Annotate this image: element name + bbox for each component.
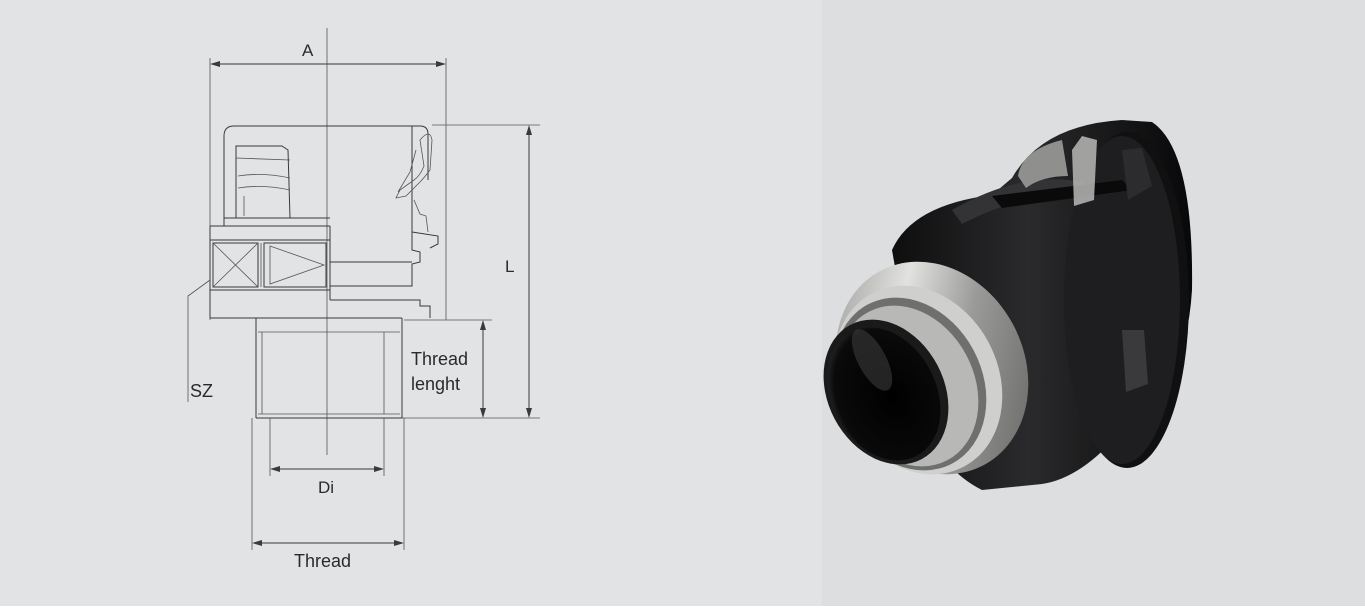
fitting-bore	[823, 319, 949, 465]
dimension-thread-length	[404, 319, 492, 418]
fitting-black-body	[892, 120, 1193, 490]
label-di: Di	[318, 478, 334, 497]
seal-cross-section-left	[212, 242, 259, 288]
sz-leader	[187, 279, 211, 402]
label-thread-length-line2: lenght	[411, 374, 460, 394]
label-a: A	[302, 41, 314, 60]
dimension-l	[402, 124, 540, 419]
label-thread-length-line1: Thread	[411, 349, 468, 369]
product-photo	[823, 120, 1193, 490]
seal-cross-section-right	[263, 242, 327, 288]
dimension-a	[209, 58, 447, 320]
label-sz: SZ	[190, 381, 213, 401]
technical-drawing-panel: A L Thread lenght	[0, 0, 822, 606]
label-l: L	[505, 257, 514, 276]
fitting-body-outline	[209, 125, 439, 319]
product-photo-panel	[822, 0, 1365, 606]
technical-drawing: A L Thread lenght	[187, 28, 540, 571]
label-thread: Thread	[294, 551, 351, 571]
thread-section	[255, 318, 403, 419]
dimension-di	[269, 418, 385, 476]
dimension-thread	[251, 418, 405, 550]
